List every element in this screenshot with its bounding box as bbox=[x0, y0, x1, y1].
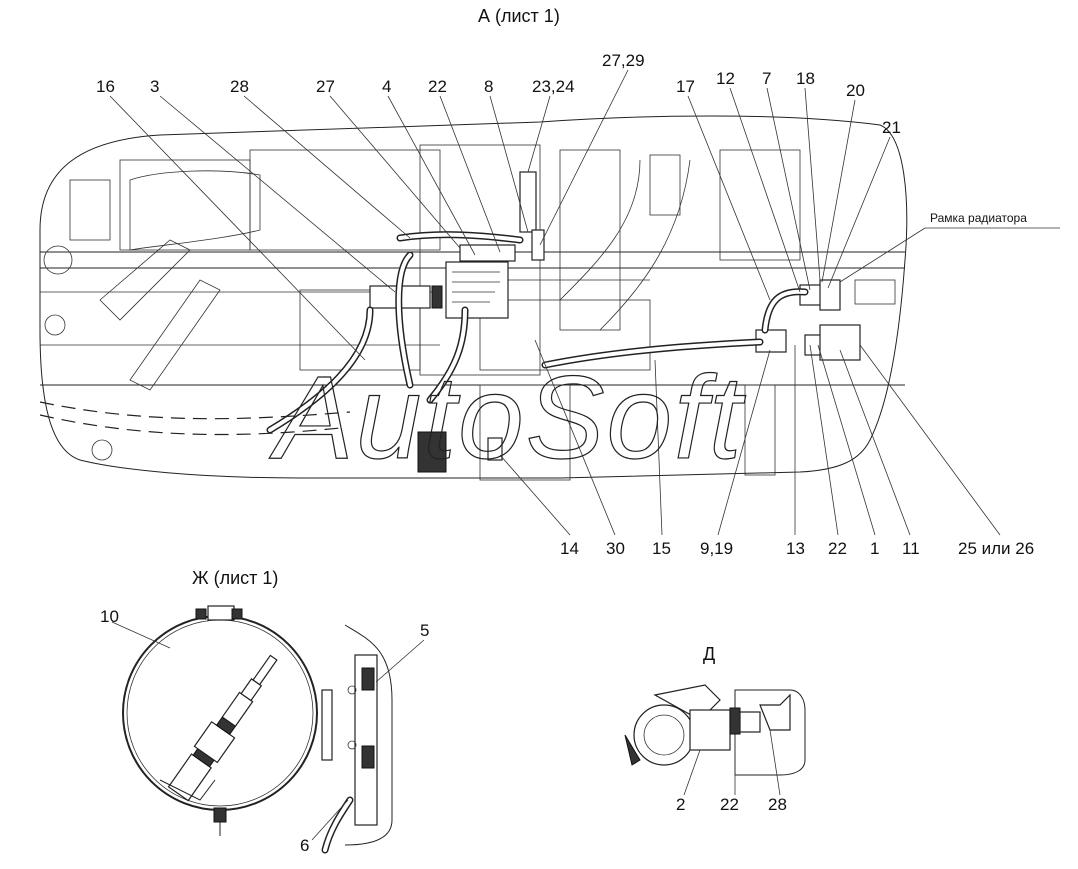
callout-17: 17 bbox=[676, 77, 695, 96]
radiator-frame-label: Рамка радиатора bbox=[930, 211, 1027, 225]
view-zh-drawing bbox=[111, 605, 425, 854]
callout-22-d: 22 bbox=[720, 795, 739, 814]
view-d-drawing bbox=[624, 684, 806, 796]
view-a-title: А (лист 1) bbox=[478, 6, 560, 26]
callout-22-bottom: 22 bbox=[828, 539, 847, 558]
callout-5: 5 bbox=[420, 621, 429, 640]
callout-23-24: 23,24 bbox=[532, 77, 575, 96]
view-d-title: Д bbox=[703, 644, 715, 664]
callout-3: 3 bbox=[150, 77, 159, 96]
callout-13: 13 bbox=[786, 539, 805, 558]
callout-8: 8 bbox=[484, 77, 493, 96]
callout-6: 6 bbox=[300, 836, 309, 855]
callout-2: 2 bbox=[676, 795, 685, 814]
callout-1: 1 bbox=[870, 539, 879, 558]
view-a-drawing bbox=[39, 115, 908, 481]
callout-10: 10 bbox=[100, 607, 119, 626]
callout-16: 16 bbox=[96, 77, 115, 96]
callout-20: 20 bbox=[846, 81, 865, 100]
callout-27: 27 bbox=[316, 77, 335, 96]
watermark: AutoSoft bbox=[269, 352, 746, 484]
callout-25-or-26: 25 или 26 bbox=[958, 539, 1034, 558]
callout-30: 30 bbox=[606, 539, 625, 558]
callout-27-29: 27,29 bbox=[602, 51, 645, 70]
callout-18: 18 bbox=[796, 69, 815, 88]
callout-12: 12 bbox=[716, 69, 735, 88]
callout-14: 14 bbox=[560, 539, 579, 558]
callout-15: 15 bbox=[652, 539, 671, 558]
callout-4: 4 bbox=[382, 77, 391, 96]
view-a-leaders bbox=[109, 69, 1060, 536]
callout-21: 21 bbox=[882, 118, 901, 137]
view-zh-title: Ж (лист 1) bbox=[192, 568, 278, 588]
view-a-callouts: 16 3 28 27 4 22 8 23,24 27,29 17 12 7 18… bbox=[96, 51, 1034, 558]
callout-28-d: 28 bbox=[768, 795, 787, 814]
callout-22: 22 bbox=[428, 77, 447, 96]
callout-7: 7 bbox=[762, 69, 771, 88]
callout-11: 11 bbox=[902, 539, 920, 558]
callout-28: 28 bbox=[230, 77, 249, 96]
callout-9-19: 9,19 bbox=[700, 539, 733, 558]
